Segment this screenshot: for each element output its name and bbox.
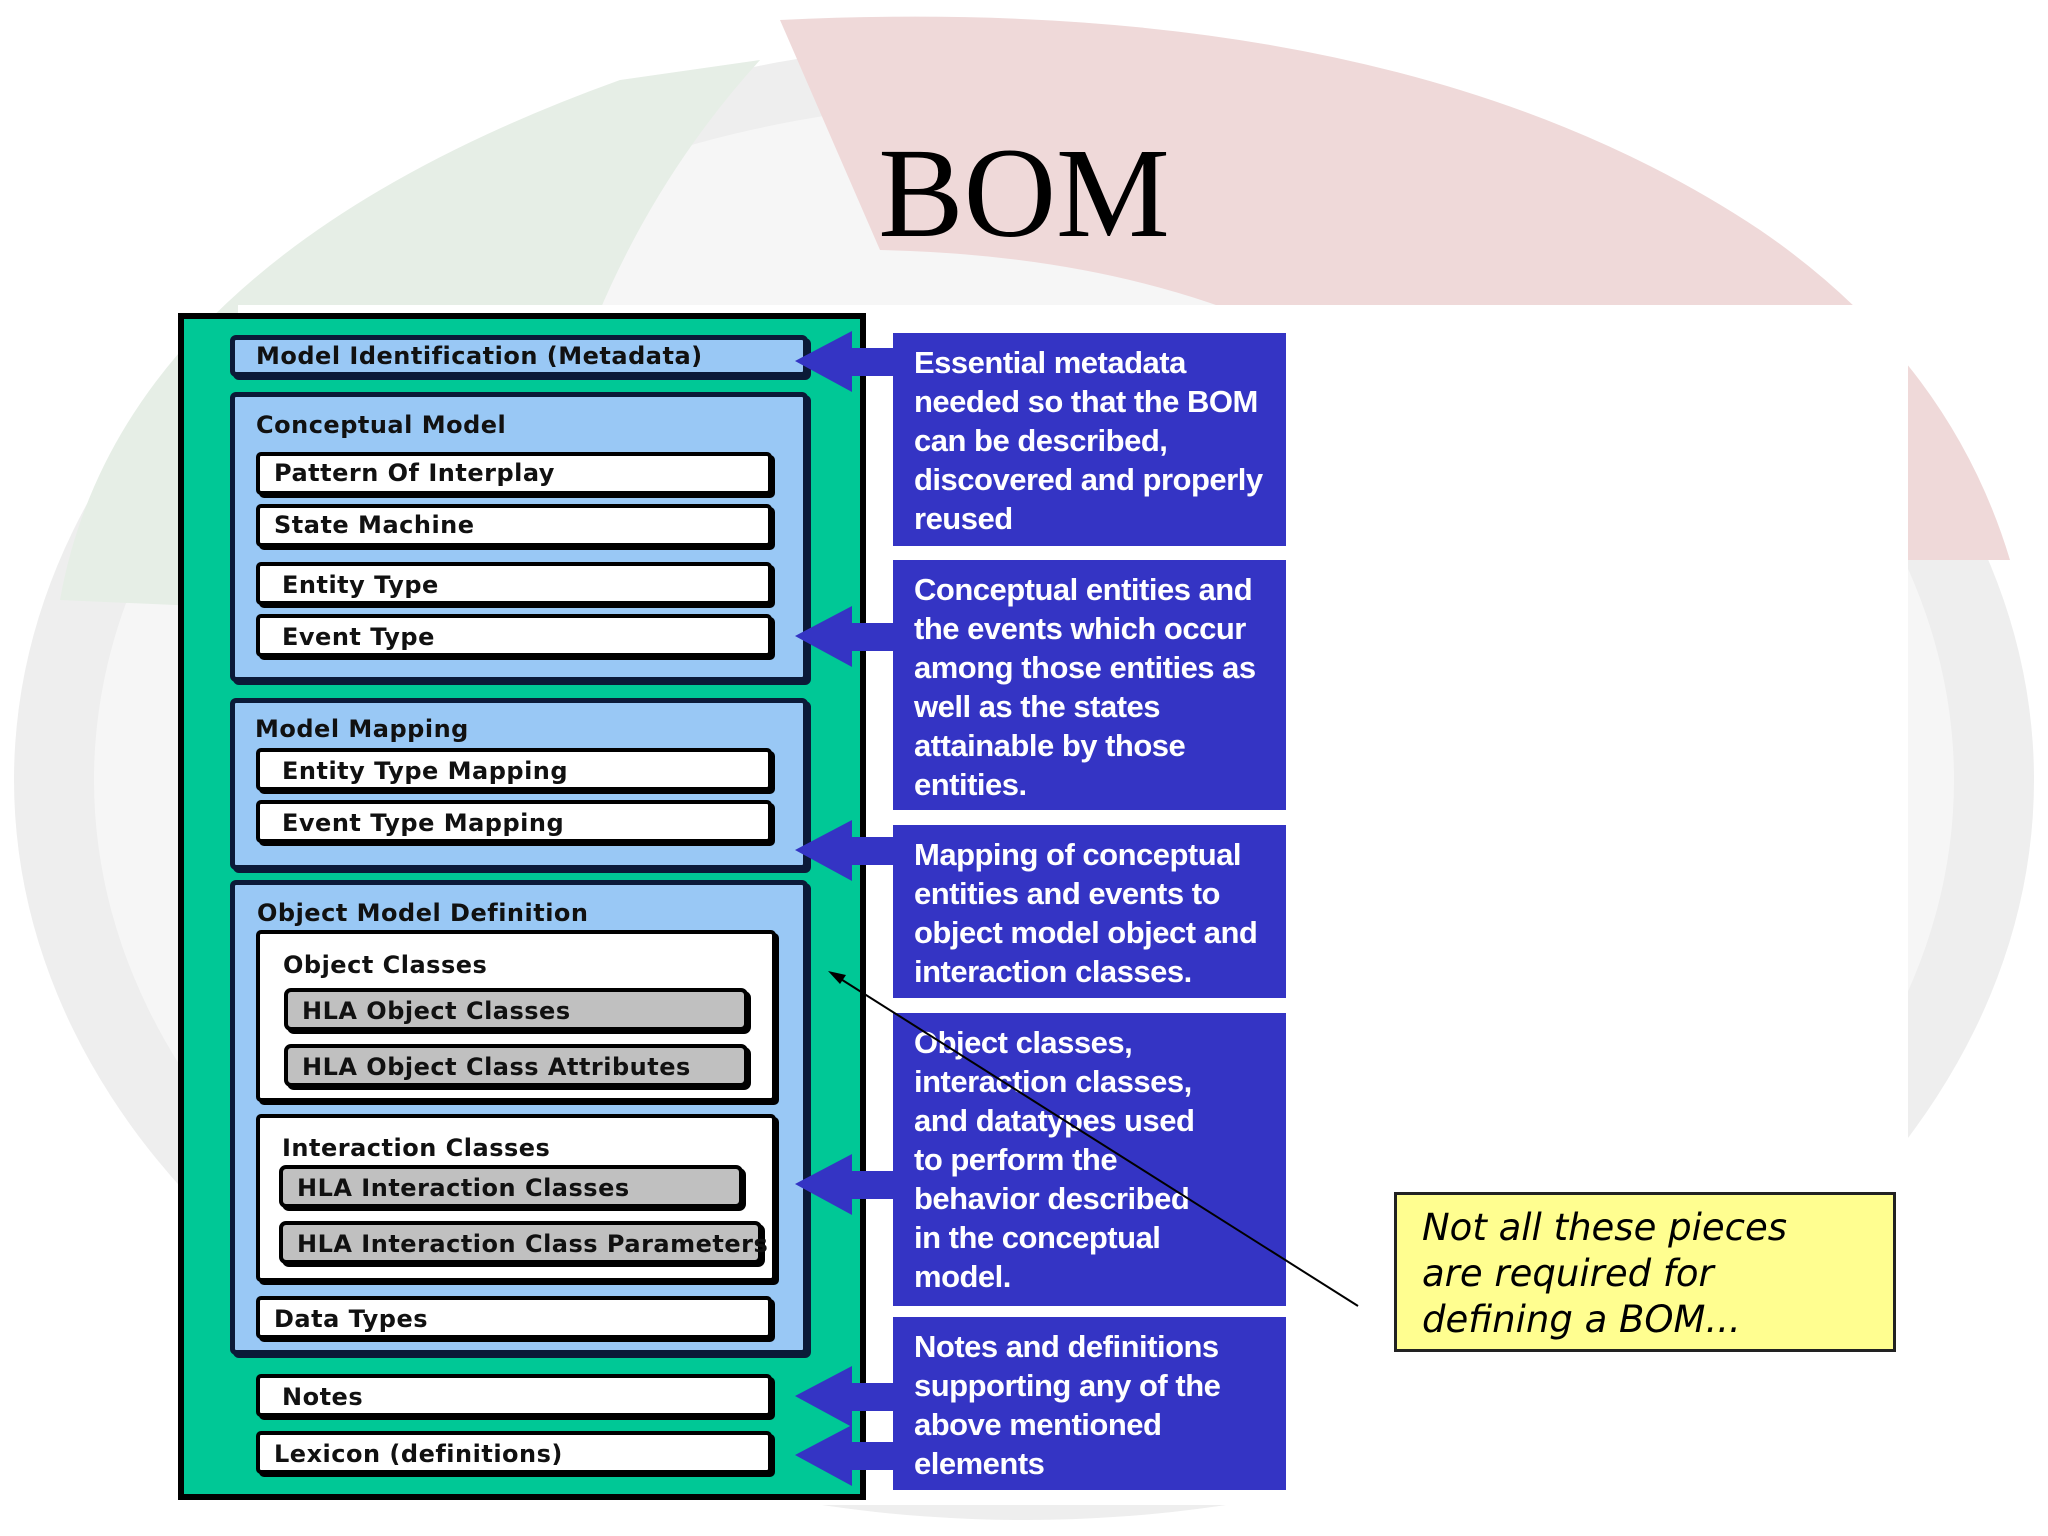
lexicon-label: Lexicon (definitions) bbox=[274, 1440, 563, 1468]
state-machine-label: State Machine bbox=[274, 511, 475, 539]
data-types-box: Data Types bbox=[256, 1296, 772, 1339]
arrow-object-model bbox=[795, 1154, 894, 1215]
description-metadata: Essential metadata needed so that the BO… bbox=[893, 333, 1286, 546]
description-model-mapping: Mapping of conceptual entities and event… bbox=[893, 825, 1286, 998]
data-types-label: Data Types bbox=[274, 1305, 429, 1333]
slide-title: BOM bbox=[878, 122, 1170, 264]
entity-type-label: Entity Type bbox=[282, 571, 439, 599]
arrow-notes bbox=[795, 1366, 894, 1427]
pattern-of-interplay-box: Pattern Of Interplay bbox=[256, 452, 772, 495]
hla-object-class-attributes-label: HLA Object Class Attributes bbox=[302, 1053, 691, 1081]
lexicon-box: Lexicon (definitions) bbox=[256, 1431, 772, 1474]
description-conceptual-model: Conceptual entities and the events which… bbox=[893, 560, 1286, 810]
object-classes-title: Object Classes bbox=[283, 951, 488, 979]
notes-box: Notes bbox=[256, 1374, 772, 1417]
hla-object-classes-label: HLA Object Classes bbox=[302, 997, 571, 1025]
hla-interaction-class-parameters-label: HLA Interaction Class Parameters bbox=[297, 1230, 769, 1258]
state-machine-box: State Machine bbox=[256, 504, 772, 547]
pattern-of-interplay-label: Pattern Of Interplay bbox=[274, 459, 555, 487]
interaction-classes-title: Interaction Classes bbox=[282, 1134, 551, 1162]
model-identification-label: Model Identification (Metadata) bbox=[256, 342, 703, 370]
callout-note: Not all these pieces are required for de… bbox=[1394, 1192, 1896, 1352]
arrow-conceptual-model bbox=[795, 606, 894, 667]
model-identification-box: Model Identification (Metadata) bbox=[230, 335, 808, 377]
entity-type-mapping-box: Entity Type Mapping bbox=[256, 748, 772, 791]
event-type-mapping-label: Event Type Mapping bbox=[282, 809, 565, 837]
model-mapping-title: Model Mapping bbox=[255, 715, 469, 743]
hla-object-class-attributes-box: HLA Object Class Attributes bbox=[284, 1044, 748, 1087]
entity-type-box: Entity Type bbox=[256, 562, 772, 605]
event-type-mapping-box: Event Type Mapping bbox=[256, 800, 772, 843]
conceptual-model-title: Conceptual Model bbox=[256, 411, 507, 439]
arrow-metadata bbox=[795, 331, 894, 392]
arrow-lexicon bbox=[795, 1425, 894, 1486]
hla-object-classes-box: HLA Object Classes bbox=[284, 988, 748, 1031]
object-model-definition-title: Object Model Definition bbox=[257, 899, 589, 927]
event-type-box: Event Type bbox=[256, 614, 772, 657]
description-object-model: Object classes, interaction classes, and… bbox=[893, 1013, 1286, 1306]
hla-interaction-class-parameters-box: HLA Interaction Class Parameters bbox=[279, 1221, 768, 1264]
arrow-model-mapping bbox=[795, 820, 894, 881]
hla-interaction-classes-label: HLA Interaction Classes bbox=[297, 1174, 630, 1202]
callout-pointer-arrowhead bbox=[828, 971, 846, 984]
notes-label: Notes bbox=[282, 1383, 364, 1411]
description-notes-lexicon: Notes and definitions supporting any of … bbox=[893, 1317, 1286, 1490]
callout-pointer-line bbox=[835, 975, 1359, 1307]
hla-interaction-classes-box: HLA Interaction Classes bbox=[279, 1165, 743, 1208]
event-type-label: Event Type bbox=[282, 623, 435, 651]
entity-type-mapping-label: Entity Type Mapping bbox=[282, 757, 569, 785]
